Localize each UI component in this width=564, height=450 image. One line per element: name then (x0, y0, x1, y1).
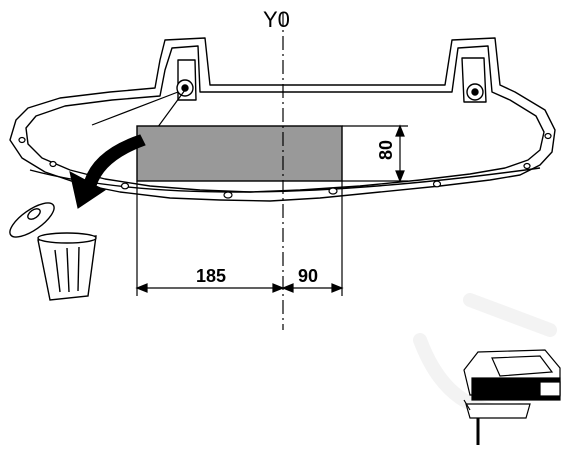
right-width-label: 90 (298, 266, 318, 286)
height-label: 80 (376, 140, 396, 160)
left-width-label: 185 (196, 266, 226, 286)
axis-label: Y0 (263, 7, 290, 32)
jigsaw-icon (463, 349, 561, 445)
height-dimension (342, 124, 408, 183)
bolt-left-icon (176, 79, 194, 97)
trash-bin-icon (9, 202, 97, 301)
width-dimension (135, 181, 344, 296)
mounting-holes (18, 132, 552, 199)
cut-area (136, 125, 343, 182)
leader-line (91, 91, 179, 126)
arrow-icon (69, 134, 146, 209)
bolt-right-icon (466, 83, 484, 101)
